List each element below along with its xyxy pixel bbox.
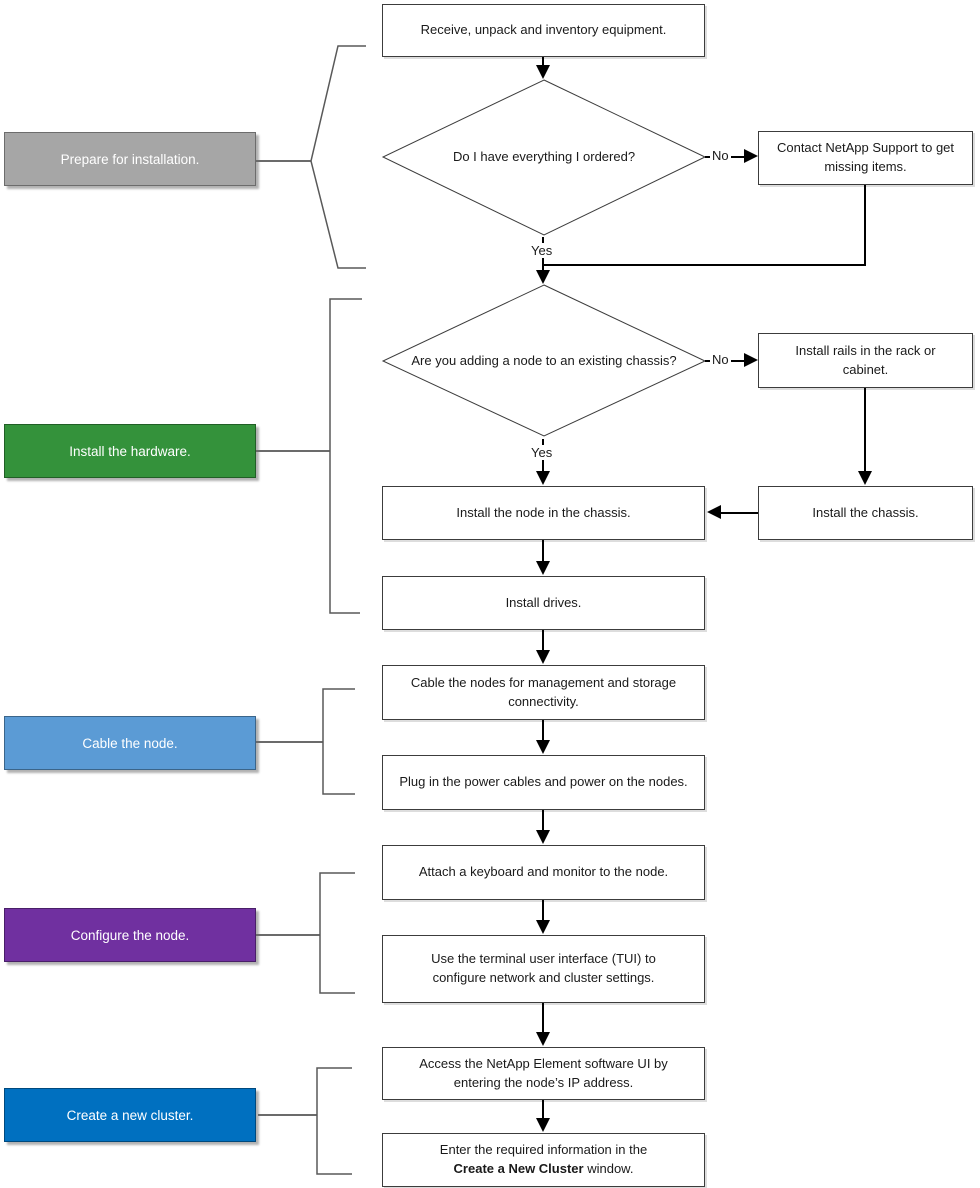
label-yes-1: Yes	[529, 243, 555, 258]
arrow-chassis-to-node-line	[720, 512, 758, 514]
phase-label-create-cluster: Create a new cluster.	[66, 1107, 194, 1123]
label-no-2: No	[710, 352, 731, 367]
arrow-receive-to-decision1-head	[536, 65, 550, 79]
step-cable-nodes-label: Cable the nodes for management and stora…	[410, 674, 677, 709]
decision-existing-chassis: Are you adding a node to an existing cha…	[381, 284, 707, 443]
phase-label-install-hardware: Install the hardware.	[69, 443, 191, 459]
phase-label-cable-node: Cable the node.	[82, 735, 178, 751]
decision-have-everything: Do I have everything I ordered?	[381, 79, 707, 241]
phase-box-prepare: Prepare for installation.	[4, 132, 256, 186]
connector-create-cluster	[258, 1114, 317, 1116]
arrow-drives-to-cable-line	[542, 630, 544, 651]
enter-info-suffix: window.	[583, 1161, 634, 1176]
arrow-node-to-drives-head	[536, 561, 550, 575]
step-install-node: Install the node in the chassis.	[382, 486, 705, 540]
connector-prepare	[256, 160, 311, 162]
arrow-power-to-keyboard-line	[542, 810, 544, 831]
decision-have-everything-shape	[381, 79, 707, 236]
decision-existing-chassis-shape	[381, 284, 707, 437]
arrow-power-to-keyboard-head	[536, 830, 550, 844]
connector-configure-node	[256, 934, 320, 936]
bracket-cable-node	[322, 688, 355, 795]
step-install-node-label: Install the node in the chassis.	[456, 504, 631, 520]
decision-existing-chassis-label: Are you adding a node to an existing cha…	[411, 352, 677, 368]
step-access-element-ui-label: Access the NetApp Element software UI by…	[419, 1055, 668, 1090]
step-install-rails: Install rails in the rack or cabinet.	[758, 333, 973, 388]
connector-cable-node	[256, 741, 323, 743]
step-install-chassis: Install the chassis.	[758, 486, 973, 540]
arrow-keyboard-to-tui-head	[536, 920, 550, 934]
arrow-receive-to-decision1-line	[542, 57, 544, 66]
feedback-support-line-horizontal	[543, 264, 866, 266]
step-use-tui-label: Use the terminal user interface (TUI) to…	[431, 951, 656, 985]
step-plug-power: Plug in the power cables and power on th…	[382, 755, 705, 810]
step-plug-power-label: Plug in the power cables and power on th…	[399, 774, 688, 790]
arrow-access-to-enter-head	[536, 1118, 550, 1132]
step-enter-cluster-info: Enter the required information in the Cr…	[382, 1133, 705, 1187]
arrow-keyboard-to-tui-line	[542, 900, 544, 921]
connector-install-hardware	[256, 450, 330, 452]
label-yes-2: Yes	[529, 445, 555, 460]
decision-have-everything-label: Do I have everything I ordered?	[452, 149, 636, 165]
arrow-yes2-head	[536, 471, 550, 485]
arrow-chassis-to-node-head	[707, 505, 721, 519]
step-install-drives: Install drives.	[382, 576, 705, 630]
label-no-1: No	[710, 148, 731, 163]
bracket-create-cluster	[316, 1067, 352, 1175]
phase-label-prepare: Prepare for installation.	[60, 151, 200, 167]
arrow-yes1-head	[536, 270, 550, 284]
step-install-rails-label: Install rails in the rack or cabinet.	[795, 342, 936, 377]
phase-label-configure-node: Configure the node.	[70, 927, 190, 943]
arrow-cable-to-power-line	[542, 720, 544, 741]
arrow-no1-head	[744, 149, 758, 163]
step-install-chassis-label: Install the chassis.	[812, 504, 919, 520]
arrow-rails-to-chassis-head	[858, 471, 872, 485]
arrow-tui-to-access-head	[536, 1032, 550, 1046]
arrow-tui-to-access-line	[542, 1003, 544, 1033]
bracket-configure-node	[319, 872, 355, 994]
step-enter-cluster-info-label: Enter the required information in the Cr…	[440, 1141, 647, 1179]
step-access-element-ui: Access the NetApp Element software UI by…	[382, 1047, 705, 1100]
arrow-access-to-enter-line	[542, 1100, 544, 1119]
step-use-tui: Use the terminal user interface (TUI) to…	[382, 935, 705, 1003]
feedback-support-line-vertical	[864, 185, 866, 266]
step-install-drives-label: Install drives.	[505, 594, 582, 610]
enter-info-prefix: Enter the required information in the	[439, 1142, 648, 1158]
step-receive-equipment-label: Receive, unpack and inventory equipment.	[420, 22, 667, 38]
step-receive-equipment: Receive, unpack and inventory equipment.	[382, 4, 705, 57]
phase-box-create-cluster: Create a new cluster.	[4, 1088, 256, 1142]
bracket-prepare	[310, 45, 366, 269]
arrow-cable-to-power-head	[536, 740, 550, 754]
arrow-rails-to-chassis-line	[864, 388, 866, 472]
bracket-install-hardware	[329, 298, 362, 614]
phase-box-install-hardware: Install the hardware.	[4, 424, 256, 478]
arrow-no2-head	[744, 353, 758, 367]
enter-info-bold: Create a New Cluster	[453, 1161, 584, 1176]
phase-box-cable-node: Cable the node.	[4, 716, 256, 770]
arrow-node-to-drives-line	[542, 540, 544, 562]
arrow-drives-to-cable-head	[536, 650, 550, 664]
step-contact-support-label: Contact NetApp Support to get missing it…	[776, 140, 955, 174]
step-contact-support: Contact NetApp Support to get missing it…	[758, 131, 973, 185]
step-cable-nodes: Cable the nodes for management and stora…	[382, 665, 705, 720]
step-attach-keyboard: Attach a keyboard and monitor to the nod…	[382, 845, 705, 900]
phase-box-configure-node: Configure the node.	[4, 908, 256, 962]
step-attach-keyboard-label: Attach a keyboard and monitor to the nod…	[418, 864, 669, 880]
